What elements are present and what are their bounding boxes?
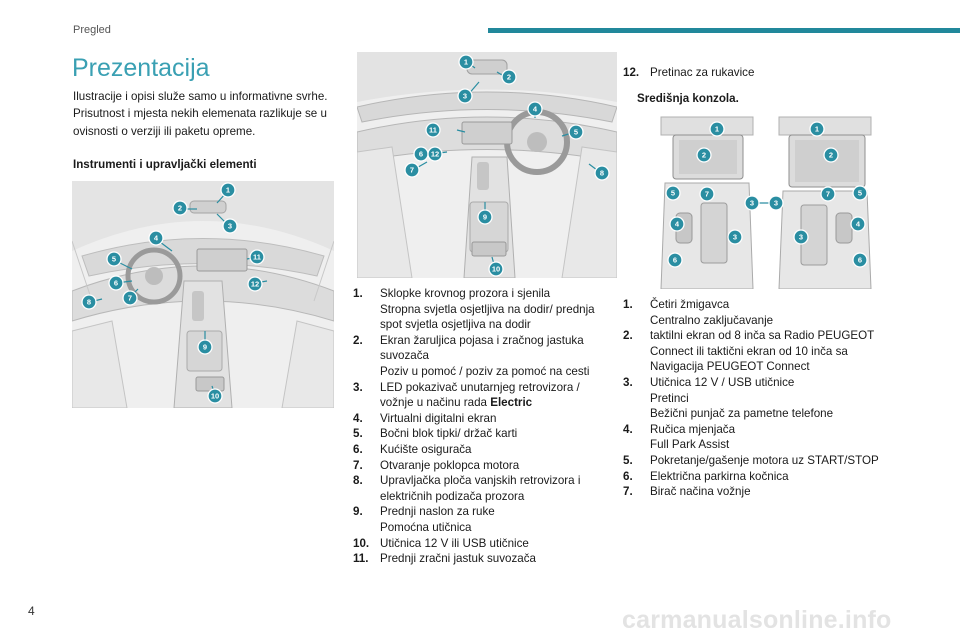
svg-text:3: 3: [228, 222, 232, 231]
svg-text:3: 3: [750, 199, 754, 208]
instruments-list-continued: 12.Pretinac za rukavice: [623, 65, 893, 81]
list-item: 2.taktilni ekran od 8 inča sa Radio PEUG…: [623, 329, 875, 374]
svg-text:5: 5: [671, 189, 675, 198]
svg-text:3: 3: [799, 233, 803, 242]
list-item: 7.Otvaranje poklopca motora: [353, 458, 520, 472]
list-item: 3.LED pokazivač unutarnjeg retrovizora /…: [353, 380, 580, 410]
svg-text:4: 4: [154, 234, 159, 243]
svg-text:6: 6: [858, 256, 862, 265]
svg-text:7: 7: [410, 166, 414, 175]
footer-watermark: carmanualsonline.info: [622, 606, 892, 634]
cockpit-illustration: 1 2 3 4 5 6 7 8 9 10 11 12: [72, 181, 334, 408]
intro-paragraph: Ilustracije i opisi služe samo u informa…: [73, 90, 328, 138]
list-item: 4.Virtualni digitalni ekran: [353, 411, 497, 425]
svg-text:9: 9: [203, 343, 207, 352]
svg-text:10: 10: [492, 265, 500, 274]
list-item: 5.Bočni blok tipki/ držač karti: [353, 427, 518, 441]
svg-text:8: 8: [87, 298, 91, 307]
fig3-label: 1: [715, 125, 719, 134]
svg-text:12: 12: [431, 150, 439, 159]
svg-text:9: 9: [483, 213, 487, 222]
fig2-label: 1: [464, 58, 468, 67]
svg-text:3: 3: [463, 92, 467, 101]
svg-text:11: 11: [253, 253, 261, 262]
fig1-label: 1: [226, 186, 230, 195]
svg-text:2: 2: [702, 151, 706, 160]
svg-text:7: 7: [705, 190, 709, 199]
list-item: 2.Ekran žaruljica pojasa i zračnog jastu…: [353, 333, 590, 378]
svg-text:2: 2: [507, 73, 511, 82]
svg-text:6: 6: [114, 279, 118, 288]
page-number: 4: [28, 604, 35, 618]
center-console-illustration: 1 2 3 3 4 5 6 7 1 2 3 3 4 5 6 7: [651, 113, 875, 289]
svg-text:3: 3: [774, 199, 778, 208]
svg-text:4: 4: [675, 220, 680, 229]
running-header-section: Pregled: [73, 24, 111, 36]
list-item: 6.Kućište osigurača: [353, 442, 472, 456]
list-item: 10.Utičnica 12 V ili USB utičnice: [353, 536, 529, 550]
list-item: 6.Električna parkirna kočnica: [623, 469, 789, 483]
svg-text:7: 7: [128, 294, 132, 303]
svg-text:5: 5: [574, 128, 578, 137]
svg-text:4: 4: [533, 105, 538, 114]
svg-text:6: 6: [673, 256, 677, 265]
svg-text:2: 2: [829, 151, 833, 160]
console-heading: Središnja konzola.: [637, 92, 739, 105]
svg-text:1: 1: [815, 125, 819, 134]
header-accent-bar: [488, 28, 960, 33]
svg-text:3: 3: [733, 233, 737, 242]
svg-text:4: 4: [856, 220, 861, 229]
svg-text:12: 12: [251, 280, 259, 289]
list-item: 12.Pretinac za rukavice: [623, 66, 755, 79]
page-title: Prezentacija: [72, 54, 210, 82]
svg-text:5: 5: [112, 255, 116, 264]
dashboard-illustration: 1 2 3 4 5 6 7 8 9 10 11 12: [357, 52, 617, 278]
svg-text:8: 8: [600, 169, 604, 178]
list-item: 7.Birač načina vožnje: [623, 485, 751, 499]
svg-text:7: 7: [826, 190, 830, 199]
svg-text:5: 5: [858, 189, 862, 198]
svg-text:11: 11: [429, 126, 437, 135]
svg-text:2: 2: [178, 204, 182, 213]
svg-text:10: 10: [211, 392, 219, 401]
list-item: 5.Pokretanje/gašenje motora uz START/STO…: [623, 453, 879, 467]
list-item: 11.Prednji zračni jastuk suvozača: [353, 552, 536, 566]
list-item: 8.Upravljačka ploča vanjskih retrovizora…: [353, 474, 581, 503]
instruments-heading: Instrumenti i upravljački elementi: [73, 158, 257, 171]
svg-text:6: 6: [419, 150, 423, 159]
